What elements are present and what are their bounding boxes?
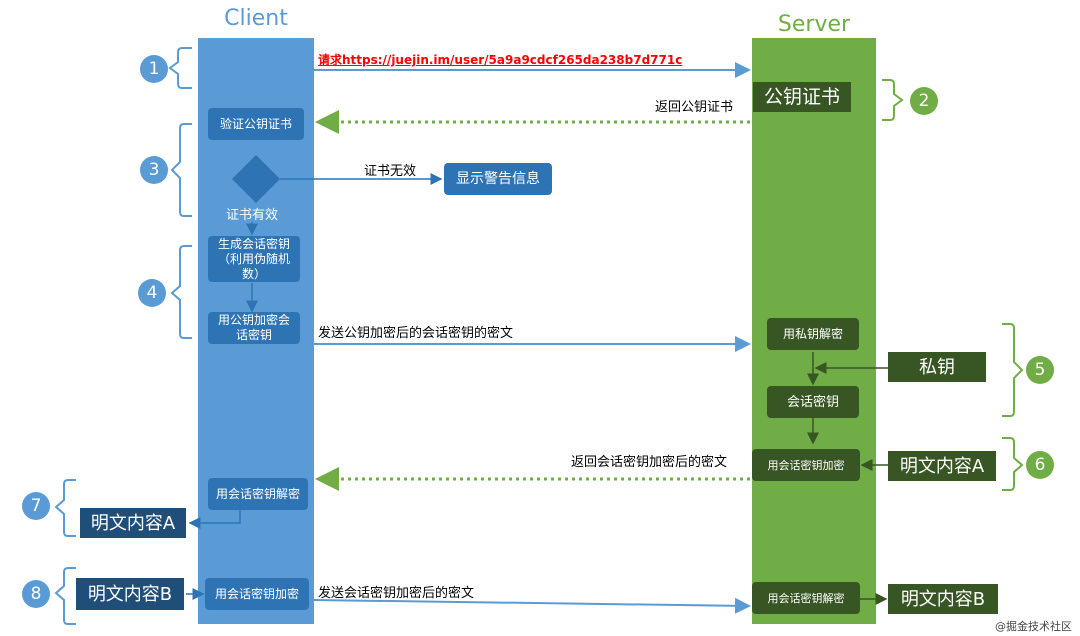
- step-4-badge: 4: [138, 279, 166, 307]
- send-encrypted-content-arrow: [313, 597, 751, 614]
- cert-invalid-label: 证书无效: [364, 164, 417, 179]
- server-encrypt-node: 用会话密钥加密: [752, 449, 860, 481]
- return-encrypted-content-label: 返回会话密钥加密后的密文: [571, 455, 728, 470]
- step-7-badge: 7: [22, 492, 50, 520]
- watermark: @掘金技术社区: [995, 620, 1072, 633]
- brace-step-8: [54, 567, 76, 625]
- brace-step-4: [170, 245, 192, 339]
- send-encrypted-content-label: 发送会话密钥加密后的密文: [318, 586, 475, 601]
- client-lane-title: Client: [224, 6, 288, 31]
- send-encrypted-key-label: 发送公钥加密后的会话密钥的密文: [318, 326, 514, 341]
- brace-step-1: [168, 47, 192, 89]
- step-2-badge: 2: [910, 87, 938, 115]
- step-6-badge: 6: [1026, 451, 1054, 479]
- public-cert-node: 公钥证书: [753, 82, 851, 112]
- server-plaintext-b: 明文内容B: [888, 584, 998, 614]
- request-url-label: 请求https://juejin.im/user/5a9a9cdcf265da2…: [318, 53, 683, 67]
- return-cert-label: 返回公钥证书: [655, 100, 734, 115]
- brace-step-3: [170, 123, 192, 217]
- private-key-node: 私钥: [888, 352, 986, 382]
- decision-diamond: [232, 155, 280, 203]
- step-3-badge: 3: [140, 156, 168, 184]
- server-plaintext-a: 明文内容A: [888, 451, 996, 481]
- session-key-node: 会话密钥: [767, 386, 859, 418]
- step-8-badge: 8: [22, 580, 50, 608]
- brace-step-6: [1002, 437, 1024, 491]
- cert-valid-label: 证书有效: [226, 208, 279, 223]
- brace-step-2: [882, 79, 904, 121]
- server-decrypt-node: 用会话密钥解密: [752, 582, 860, 614]
- client-decrypt-node: 用会话密钥解密: [208, 478, 308, 510]
- client-encrypt-node: 用会话密钥加密: [205, 578, 309, 610]
- brace-step-5: [1002, 323, 1024, 417]
- private-decrypt-node: 用私钥解密: [767, 318, 859, 350]
- show-warning-node: 显示警告信息: [444, 163, 552, 195]
- brace-step-7: [54, 479, 76, 537]
- gen-session-key-node: 生成会话密钥（利用伪随机数）: [208, 236, 300, 282]
- step-1-badge: 1: [140, 55, 168, 83]
- step-5-badge: 5: [1026, 356, 1054, 384]
- client-plaintext-a: 明文内容A: [80, 508, 186, 538]
- encrypt-session-key-node: 用公钥加密会话密钥: [208, 312, 300, 344]
- client-plaintext-b: 明文内容B: [76, 578, 184, 610]
- server-lane-title: Server: [777, 12, 851, 37]
- verify-cert-node: 验证公钥证书: [208, 108, 304, 140]
